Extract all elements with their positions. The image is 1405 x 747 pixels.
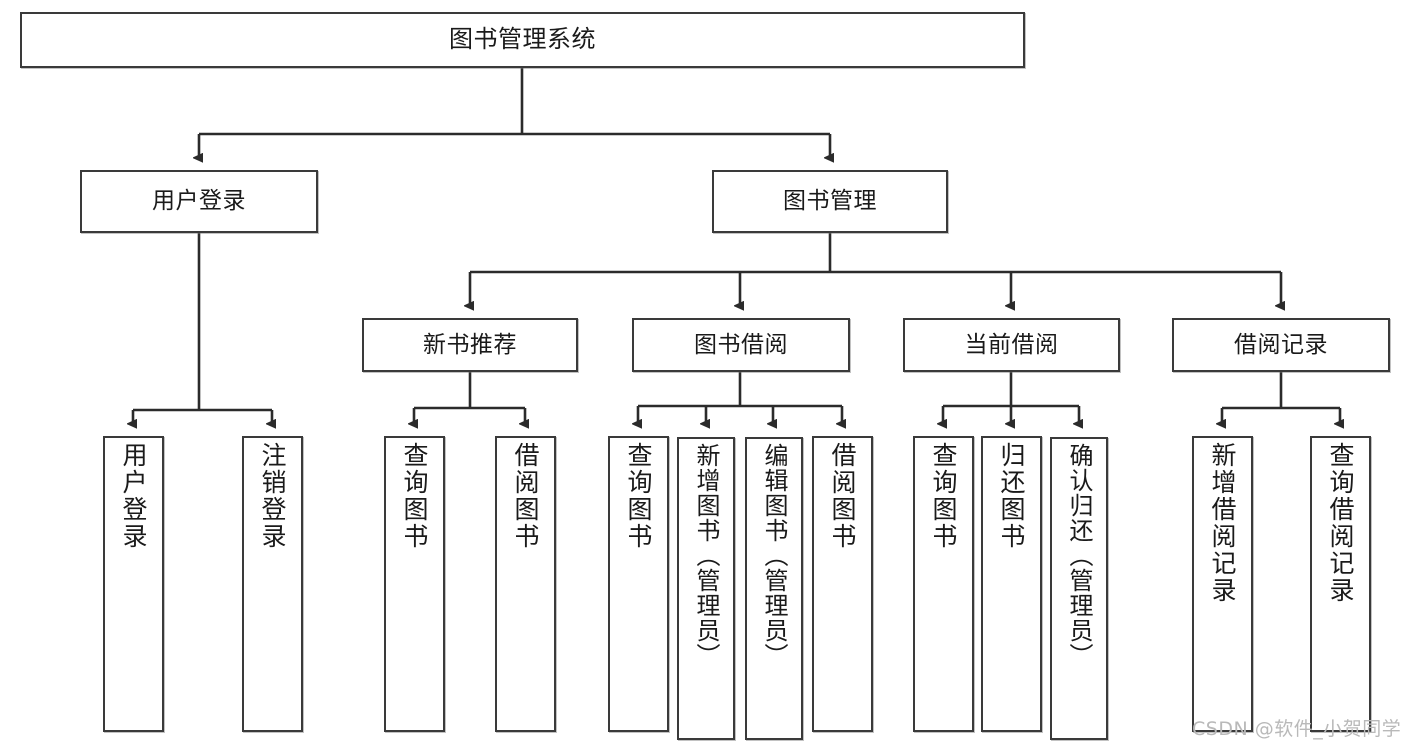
leaf-recommend-query-book[interactable]: 查询图书 xyxy=(384,436,445,732)
node-label: 编辑图书（管理员） xyxy=(760,443,788,668)
node-label: 新书推荐 xyxy=(423,331,517,358)
node-label: 图书管理 xyxy=(783,188,877,215)
node-label: 归还图书 xyxy=(997,442,1026,550)
leaf-user-login-signin[interactable]: 用户登录 xyxy=(103,436,164,732)
node-label: 借阅图书 xyxy=(828,442,857,550)
leaf-borrow-edit-book-admin[interactable]: 编辑图书（管理员） xyxy=(745,437,803,740)
node-label: 图书管理系统 xyxy=(449,25,596,54)
leaf-recommend-borrow-book[interactable]: 借阅图书 xyxy=(495,436,556,732)
leaf-borrow-borrow-book[interactable]: 借阅图书 xyxy=(812,436,873,732)
leaf-borrow-add-book-admin[interactable]: 新增图书（管理员） xyxy=(677,437,735,740)
node-label: 图书借阅 xyxy=(694,331,788,358)
node-label: 确认归还（管理员） xyxy=(1065,443,1093,668)
node-label: 用户登录 xyxy=(152,188,246,215)
node-book-management[interactable]: 图书管理 xyxy=(712,170,948,233)
node-label: 查询图书 xyxy=(624,442,653,550)
csdn-watermark: CSDN @软件_小贺同学 xyxy=(1192,718,1402,740)
leaf-borrow-query-book[interactable]: 查询图书 xyxy=(608,436,669,732)
leaf-record-add-borrow-record[interactable]: 新增借阅记录 xyxy=(1192,436,1253,732)
node-current-borrow[interactable]: 当前借阅 xyxy=(903,318,1120,372)
leaf-current-query-book[interactable]: 查询图书 xyxy=(913,436,974,732)
leaf-current-return-book[interactable]: 归还图书 xyxy=(981,436,1042,732)
node-label: 查询借阅记录 xyxy=(1326,442,1355,604)
node-label: 查询图书 xyxy=(929,442,958,550)
leaf-user-login-signout[interactable]: 注销登录 xyxy=(242,436,303,732)
node-label: 注销登录 xyxy=(258,442,287,550)
node-new-book-recommend[interactable]: 新书推荐 xyxy=(362,318,578,372)
leaf-record-query-borrow-record[interactable]: 查询借阅记录 xyxy=(1310,436,1371,732)
node-book-borrow[interactable]: 图书借阅 xyxy=(632,318,850,372)
node-label: 当前借阅 xyxy=(964,331,1059,358)
node-label: 用户登录 xyxy=(119,442,148,550)
node-label: 借阅记录 xyxy=(1234,331,1328,358)
node-label: 新增借阅记录 xyxy=(1208,442,1237,604)
node-user-login[interactable]: 用户登录 xyxy=(80,170,318,233)
node-label: 借阅图书 xyxy=(511,442,540,550)
node-borrow-record[interactable]: 借阅记录 xyxy=(1172,318,1390,372)
node-label: 新增图书（管理员） xyxy=(692,443,720,668)
leaf-current-confirm-return-admin[interactable]: 确认归还（管理员） xyxy=(1050,437,1108,740)
node-label: 查询图书 xyxy=(400,442,429,550)
node-root-book-management-system[interactable]: 图书管理系统 xyxy=(20,12,1025,68)
